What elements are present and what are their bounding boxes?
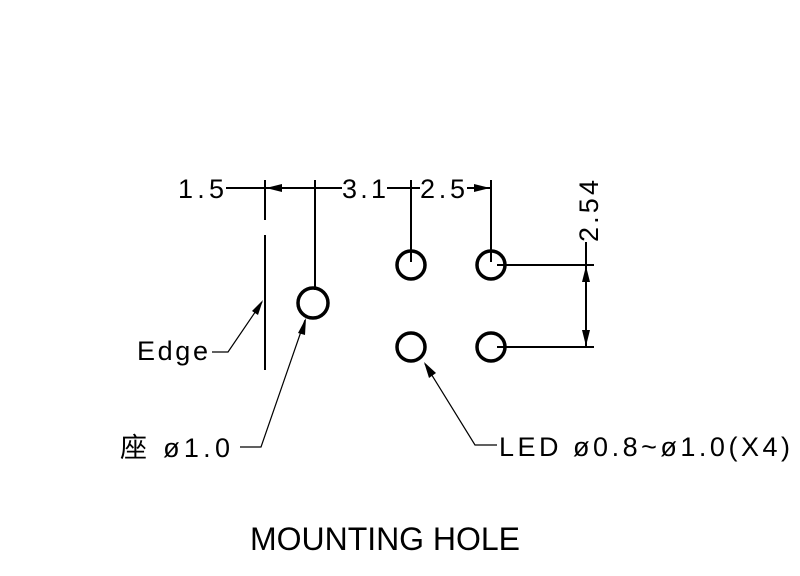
- led-hole: [395, 331, 427, 363]
- seat-leader: [240, 319, 306, 448]
- arrowhead: [582, 266, 590, 282]
- dim-led-pitch-x: 2.5: [420, 174, 465, 204]
- dim-seat-to-led: 3.1: [342, 174, 386, 204]
- led-hole: [475, 331, 507, 363]
- dim-led-pitch-y: 2.54: [574, 180, 604, 242]
- led-label: LED ø0.8~ø1.0(X4): [499, 432, 790, 462]
- edge-leader: [212, 301, 263, 353]
- arrowhead: [474, 184, 490, 192]
- arrowhead: [266, 184, 282, 192]
- led-hole: [395, 249, 427, 281]
- drawing-title: MOUNTING HOLE: [250, 521, 520, 557]
- seat-hole: [296, 286, 330, 320]
- dim-edge-offset: 1.5: [178, 174, 224, 204]
- edge-label: Edge: [137, 336, 208, 366]
- arrowhead: [252, 300, 263, 315]
- seat-label: 座 ø1.0: [120, 433, 230, 463]
- arrowhead: [582, 330, 590, 346]
- led-hole: [475, 249, 507, 281]
- arrowhead: [298, 318, 306, 335]
- led-leader: [424, 363, 497, 446]
- arrowhead: [424, 362, 436, 378]
